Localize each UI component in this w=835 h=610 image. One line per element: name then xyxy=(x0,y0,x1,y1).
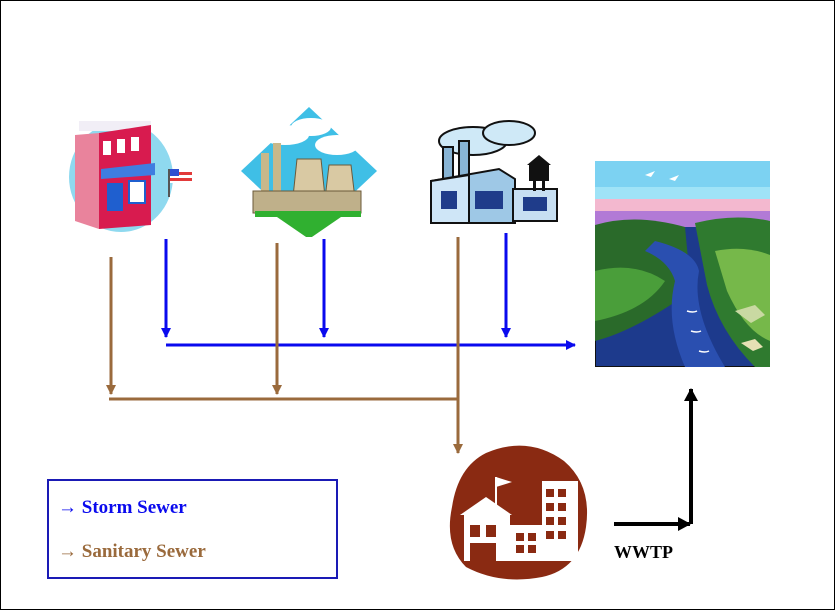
legend-sanitary-sewer: → Sanitary Sewer xyxy=(58,541,206,562)
river-landscape-icon xyxy=(595,161,770,367)
wastewater-treatment-plant-icon xyxy=(449,445,588,580)
power-plant-icon xyxy=(241,107,377,237)
treated-effluent-lines xyxy=(614,388,698,531)
legend-box: → Storm Sewer → Sanitary Sewer xyxy=(47,479,338,579)
storm-sewer-lines xyxy=(161,233,576,350)
storefront-icon xyxy=(69,121,192,232)
wwtp-label: WWTP xyxy=(614,542,674,562)
legend-storm-sewer: → Storm Sewer xyxy=(58,497,187,518)
factory-icon xyxy=(430,120,558,224)
sanitary-sewer-lines xyxy=(106,237,463,454)
